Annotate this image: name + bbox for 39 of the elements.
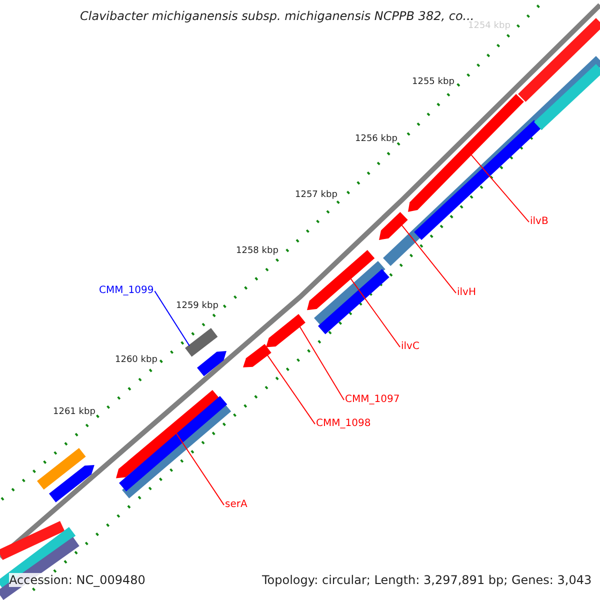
gene-label: serA [225, 499, 248, 510]
gene-block [379, 212, 408, 240]
gene-block [116, 390, 220, 478]
leader-line [298, 324, 344, 401]
leader-line [154, 290, 190, 346]
info-text: Accession: NC_009480 [9, 573, 146, 587]
leader-line [175, 432, 224, 506]
scale-label: 1261 kbp [53, 407, 96, 417]
scale-label: 1260 kbp [115, 355, 158, 365]
gene-block [318, 268, 390, 334]
gene-block [119, 396, 228, 492]
scale-label: 1259 kbp [176, 301, 218, 311]
title: Clavibacter michiganensis subsp. michiganensis NCPPB 382, co... [80, 9, 474, 23]
gene-block [48, 465, 94, 502]
scale-label: 1255 kbp [412, 77, 454, 87]
gene-block [196, 351, 226, 376]
gene-block [534, 64, 600, 130]
scale-label: 1257 kbp [295, 190, 338, 200]
gene-block [243, 344, 272, 367]
gene-block [408, 94, 524, 212]
scale-label: 1256 kbp [355, 134, 398, 144]
gene-label: CMM_1099 [99, 285, 154, 296]
gene-label: CMM_1098 [316, 418, 371, 429]
leader-line [400, 224, 456, 294]
gene-label: ilvC [401, 341, 420, 352]
gene-block [184, 328, 218, 356]
gene-block [307, 250, 375, 310]
leader-line [350, 277, 400, 348]
gene-block [0, 521, 64, 560]
gene-block [518, 18, 600, 102]
leader-line [470, 154, 530, 223]
leader-line [266, 354, 316, 425]
gene-block [36, 448, 86, 490]
gene-block [266, 314, 306, 347]
gene-label: CMM_1097 [345, 394, 400, 405]
gene-label: ilvH [457, 287, 476, 298]
info-text: Topology: circular; Length: 3,297,891 bp; Genes: 3,043 [262, 573, 592, 587]
gene-label: ilvB [530, 216, 548, 227]
scale-label: 1258 kbp [236, 246, 278, 256]
